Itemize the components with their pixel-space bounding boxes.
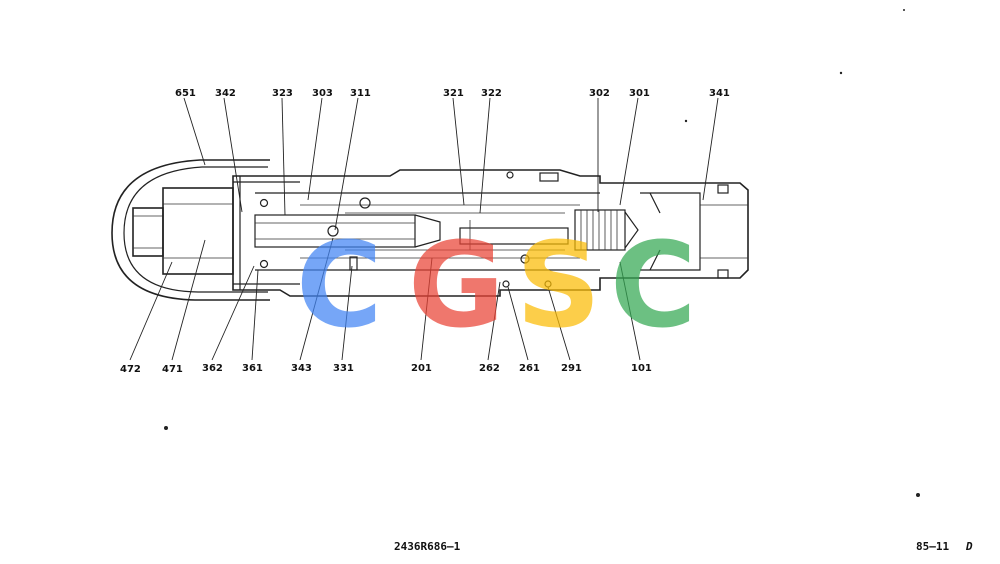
callouts-bottom: 472 471 362 361 343 331 201 262 261 291 … xyxy=(120,363,652,375)
valve-body-drawing xyxy=(111,159,749,301)
callout-label: 331 xyxy=(333,363,354,374)
page-number: 85—11 xyxy=(916,540,949,553)
watermark-letter: S xyxy=(516,216,601,354)
callout-label: 301 xyxy=(629,88,650,99)
callout-label: 343 xyxy=(291,363,312,374)
watermark-letter: C xyxy=(296,216,383,354)
callouts-top: 651 342 323 303 311 321 322 302 301 341 xyxy=(175,88,730,99)
callout-label: 321 xyxy=(443,88,464,99)
callout-label: 101 xyxy=(631,363,652,374)
callout-label: 323 xyxy=(272,88,293,99)
callout-label: 472 xyxy=(120,364,141,375)
drawing-number: 2436R686—1 xyxy=(394,540,461,553)
callout-label: 342 xyxy=(215,88,236,99)
watermark-letter: C xyxy=(610,216,697,354)
callout-label: 311 xyxy=(350,88,371,99)
page-mark: D xyxy=(965,540,973,553)
callout-label: 262 xyxy=(479,363,500,374)
callout-label: 201 xyxy=(411,363,432,374)
callout-label: 303 xyxy=(312,88,333,99)
callout-label: 362 xyxy=(202,363,223,374)
callout-label: 322 xyxy=(481,88,502,99)
callout-label: 302 xyxy=(589,88,610,99)
callout-label: 361 xyxy=(242,363,263,374)
callout-label: 651 xyxy=(175,88,196,99)
scan-specks xyxy=(164,9,920,497)
watermark-letter: G xyxy=(408,216,505,354)
callout-label: 291 xyxy=(561,363,582,374)
leader-lines xyxy=(129,97,719,361)
callout-label: 261 xyxy=(519,363,540,374)
callout-label: 341 xyxy=(709,88,730,99)
cgsc-watermark: C G S C xyxy=(296,216,697,354)
callout-label: 471 xyxy=(162,364,183,375)
